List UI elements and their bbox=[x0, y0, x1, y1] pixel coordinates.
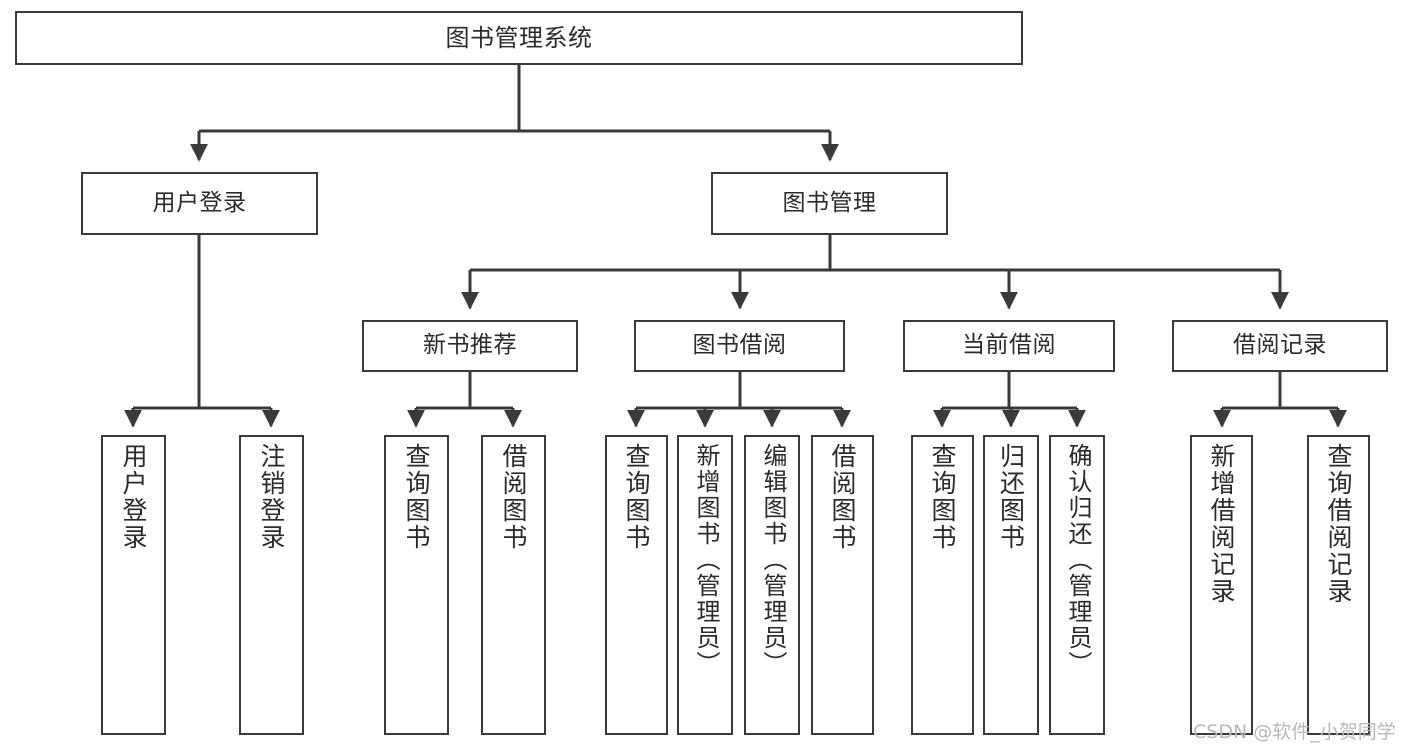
leaf-logout[interactable]: 注销登录 bbox=[239, 435, 304, 735]
leaf-query-borrow-record-label: 查询借阅记录 bbox=[1324, 443, 1353, 605]
leaf-query-book-borrow[interactable]: 查询图书 bbox=[605, 435, 668, 735]
node-root[interactable]: 图书管理系统 bbox=[15, 11, 1023, 65]
leaf-query-book-current[interactable]: 查询图书 bbox=[911, 435, 974, 735]
leaf-edit-book-admin-label: 编辑图书（管理员） bbox=[758, 443, 787, 677]
watermark: CSDN @软件_小贺同学 bbox=[1193, 721, 1396, 743]
leaf-query-borrow-record[interactable]: 查询借阅记录 bbox=[1307, 435, 1370, 735]
leaf-borrow-book-borrow[interactable]: 借阅图书 bbox=[811, 435, 874, 735]
leaf-confirm-return-admin-label: 确认归还（管理员） bbox=[1063, 443, 1092, 677]
leaf-return-book-current[interactable]: 归还图书 bbox=[983, 435, 1039, 735]
leaf-add-borrow-record[interactable]: 新增借阅记录 bbox=[1190, 435, 1253, 735]
node-current-borrow-label: 当前借阅 bbox=[962, 332, 1056, 359]
node-new-book-recommend[interactable]: 新书推荐 bbox=[362, 320, 578, 372]
node-user-login[interactable]: 用户登录 bbox=[81, 172, 318, 235]
node-book-manage[interactable]: 图书管理 bbox=[711, 172, 948, 235]
leaf-user-login-label: 用户登录 bbox=[119, 443, 148, 551]
leaf-user-login[interactable]: 用户登录 bbox=[101, 435, 166, 735]
leaf-borrow-book-recommend[interactable]: 借阅图书 bbox=[481, 435, 546, 735]
leaf-confirm-return-admin[interactable]: 确认归还（管理员） bbox=[1049, 435, 1105, 735]
node-book-manage-label: 图书管理 bbox=[782, 189, 877, 216]
node-current-borrow[interactable]: 当前借阅 bbox=[903, 320, 1115, 372]
node-borrow-record[interactable]: 借阅记录 bbox=[1172, 320, 1388, 372]
leaf-add-book-admin-label: 新增图书（管理员） bbox=[691, 443, 720, 677]
node-new-book-recommend-label: 新书推荐 bbox=[423, 332, 517, 359]
node-borrow-record-label: 借阅记录 bbox=[1233, 332, 1327, 359]
leaf-logout-label: 注销登录 bbox=[257, 443, 286, 551]
node-book-borrow[interactable]: 图书借阅 bbox=[634, 320, 845, 372]
leaf-query-book-recommend-label: 查询图书 bbox=[402, 443, 431, 551]
node-book-borrow-label: 图书借阅 bbox=[692, 332, 787, 359]
leaf-borrow-book-recommend-label: 借阅图书 bbox=[499, 443, 528, 551]
node-user-login-label: 用户登录 bbox=[152, 189, 247, 216]
leaf-edit-book-admin[interactable]: 编辑图书（管理员） bbox=[744, 435, 800, 735]
leaf-borrow-book-borrow-label: 借阅图书 bbox=[828, 443, 857, 551]
leaf-query-book-recommend[interactable]: 查询图书 bbox=[384, 435, 449, 735]
leaf-query-book-current-label: 查询图书 bbox=[928, 443, 957, 551]
leaf-query-book-borrow-label: 查询图书 bbox=[622, 443, 651, 551]
node-root-label: 图书管理系统 bbox=[445, 23, 593, 52]
leaf-add-book-admin[interactable]: 新增图书（管理员） bbox=[677, 435, 733, 735]
leaf-return-book-current-label: 归还图书 bbox=[996, 443, 1026, 551]
leaf-add-borrow-record-label: 新增借阅记录 bbox=[1207, 443, 1236, 605]
